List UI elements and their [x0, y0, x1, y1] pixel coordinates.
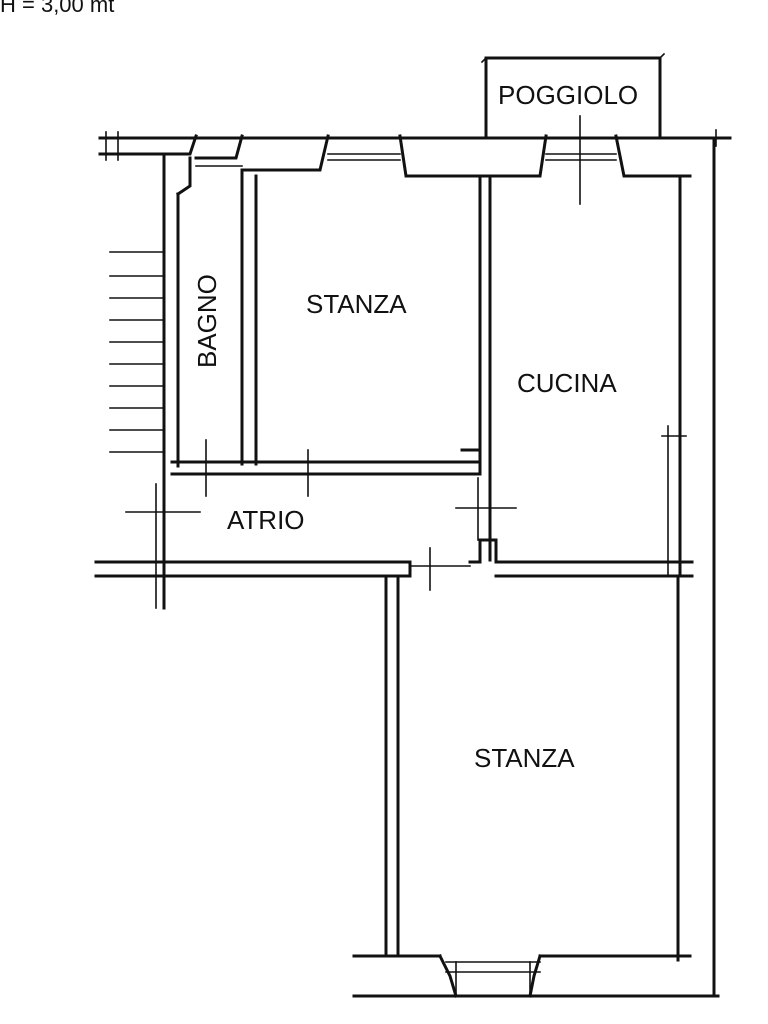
- ceiling-height-note: H = 3,00 mt: [0, 0, 115, 17]
- kitchen-partition: [460, 174, 492, 562]
- left-exterior-wall: [125, 152, 201, 610]
- atrio-bottom-wall: [94, 538, 694, 591]
- top-exterior-wall: [98, 115, 732, 205]
- bottom-exterior-wall: [352, 953, 720, 998]
- lower-room-left-wall: [384, 574, 400, 958]
- room-label-stanza-top: STANZA: [306, 289, 407, 319]
- room-label-cucina: CUCINA: [517, 368, 617, 398]
- staircase-lines: [109, 251, 165, 453]
- bathroom-partition: [240, 168, 258, 466]
- room-label-bagno: BAGNO: [192, 274, 222, 368]
- room-label-poggiolo: POGGIOLO: [498, 80, 639, 110]
- atrio-top-wall: [170, 439, 517, 541]
- balcony-outline: [480, 52, 666, 140]
- room-label-atrio: ATRIO: [227, 505, 305, 535]
- room-label-stanza-bottom: STANZA: [474, 743, 575, 773]
- right-exterior-wall: [661, 136, 716, 998]
